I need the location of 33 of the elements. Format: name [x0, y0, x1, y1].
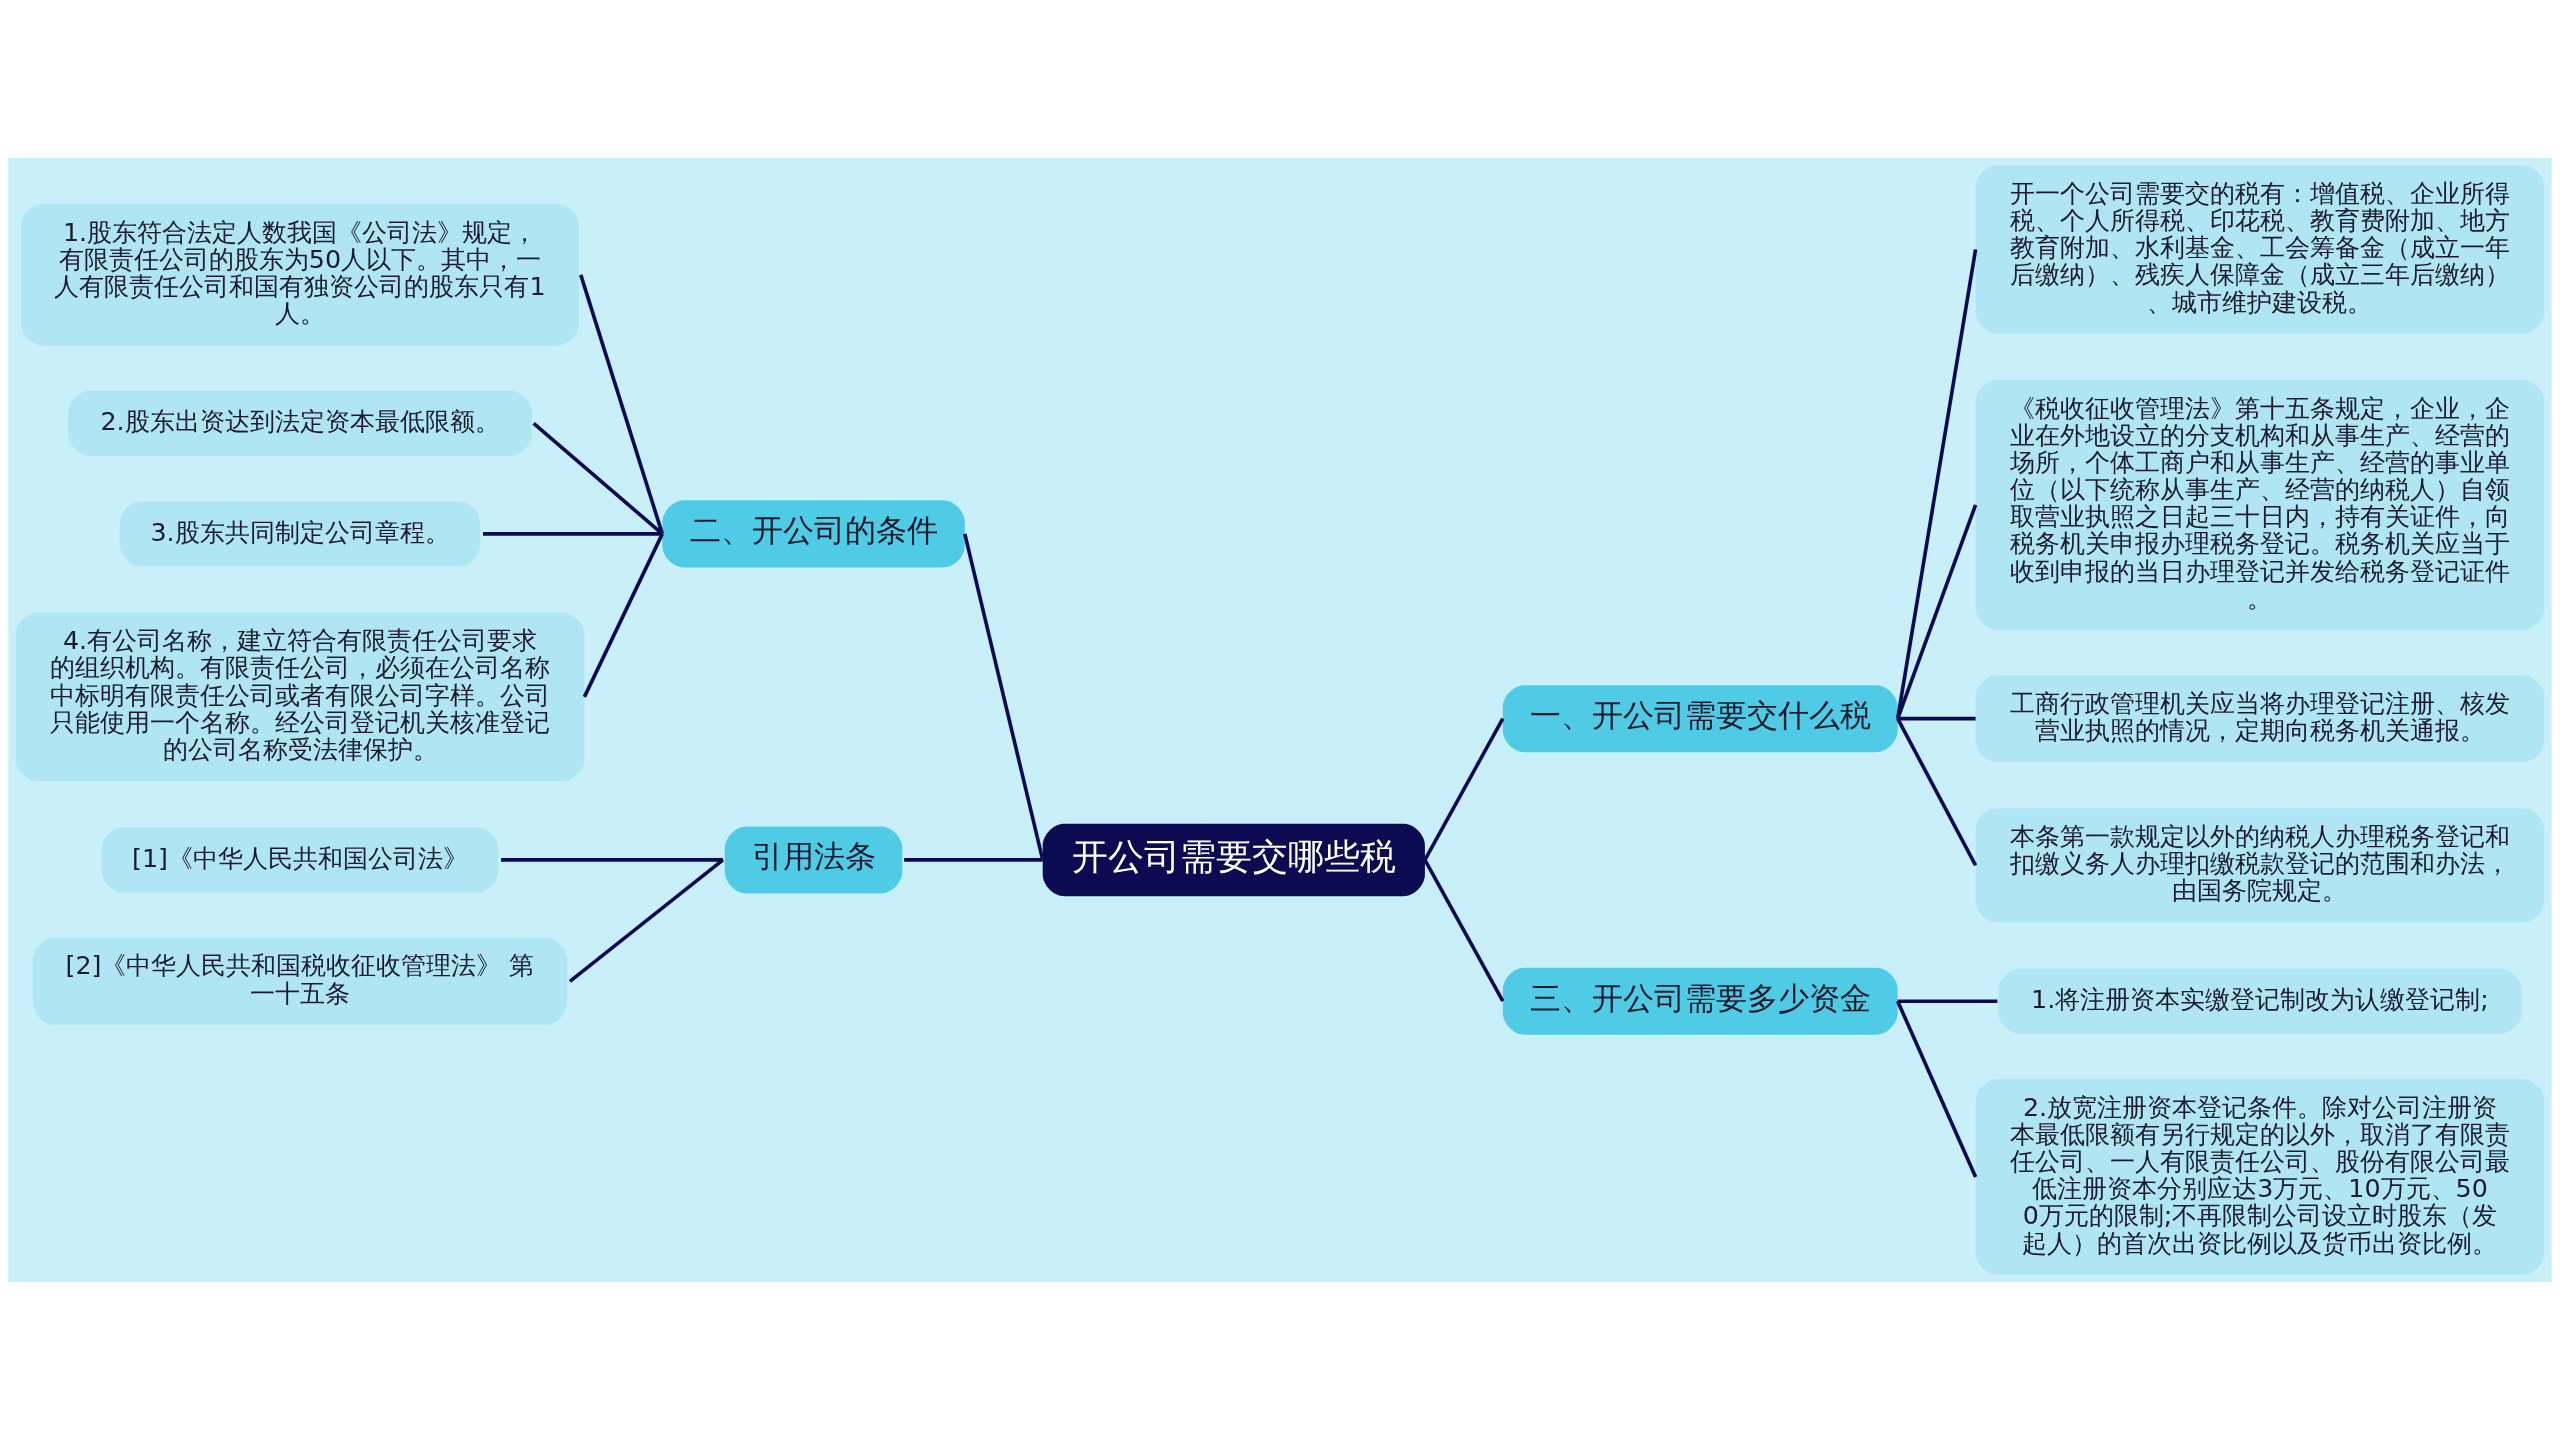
- connector: [582, 532, 664, 698]
- node-box: [1]《中华人民共和国公司法》: [101, 826, 499, 893]
- node-box: 工商行政管理机关应当将办理登记注册、核发营业执照的情况，定期向税务机关通报。: [1975, 674, 2545, 762]
- connector: [568, 858, 725, 983]
- connector: [963, 532, 1045, 860]
- node-box: 三、开公司需要多少资金: [1502, 967, 1898, 1035]
- connector: [482, 531, 663, 536]
- connector: [1895, 248, 1978, 719]
- connector: [1896, 503, 1978, 719]
- node-box: 《税收征收管理法》第十五条规定，企业，企业在外地设立的分支机构和从事生产、经营的场所，个体工商户和从事生产、经营的事业单位（以下统称从事生产、经营的纳税人）自领取营业执照之日起三十日内，持有关证件，向税务机关申报办理税务登记。税务机关应当于收到申报的当日办理登记并发给税务登记证件。: [1975, 379, 2545, 630]
- node-box: 本条第一款规定以外的纳税人办理税务登记和扣缴义务人办理扣缴税款登记的范围和办法，由国务院规定。: [1975, 807, 2545, 922]
- node-box: 3.股东共同制定公司章程。: [119, 500, 481, 566]
- connector: [904, 857, 1043, 862]
- node-box: 4.有公司名称，建立符合有限责任公司要求的组织机构。有限责任公司，必须在公司名称中标明有限责任公司或者有限公司字样。公司只能使用一个名称。经公司登记机关核准登记的公司名称受法律保护。: [15, 612, 585, 781]
- node-box: 1.将注册资本实缴登记制改为认缴登记制;: [1998, 968, 2522, 1034]
- connector: [1896, 717, 1978, 866]
- connector: [1897, 998, 1998, 1003]
- connector: [532, 421, 664, 535]
- node-box: 开公司需要交哪些税: [1042, 823, 1425, 896]
- node-box: 一、开公司需要交什么税: [1502, 684, 1898, 752]
- connector: [579, 273, 665, 534]
- node-box: 2.股东出资达到法定资本最低限额。: [68, 390, 532, 456]
- connector: [501, 857, 723, 862]
- node-box: 引用法条: [724, 825, 903, 893]
- node-box: 开一个公司需要交的税有：增值税、企业所得税、个人所得税、印花税、教育费附加、地方教育附加、水利基金、工会筹备金（成立一年后缴纳）、残疾人保障金（成立三年后缴纳）、城市维护建设税。: [1975, 164, 2545, 334]
- node-box: 1.股东符合法定人数我国《公司法》规定，有限责任公司的股东为50人以下。其中，一人有限责任公司和国有独资公司的股东只有1人。: [21, 203, 579, 345]
- node-box: 二、开公司的条件: [662, 499, 965, 567]
- connector: [1423, 717, 1505, 861]
- connector: [1897, 716, 1976, 720]
- node-box: 2.放宽注册资本登记条件。除对公司注册资本最低限额有另行规定的以外，取消了有限责任公司、一人有限责任公司、股份有限公司最低注册资本分别应达3万元、10万元、500万元的限制;不再限制公司设立时股东（发起人）的首次出资比例以及货币出资比例。: [1975, 1078, 2545, 1275]
- connector: [1423, 858, 1505, 1002]
- node-box: [2]《中华人民共和国税收征收管理法》 第一十五条: [32, 937, 568, 1025]
- connector: [1896, 1000, 1978, 1178]
